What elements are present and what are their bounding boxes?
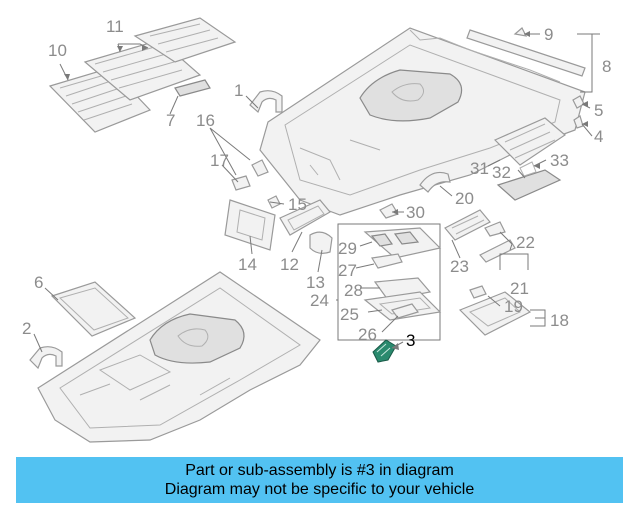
headliner-lower <box>37 271 321 443</box>
map-lamp-assembly <box>337 223 442 341</box>
callout-21: 21 <box>510 279 529 298</box>
lamp-13 <box>309 231 333 254</box>
callout-2: 2 <box>22 319 31 338</box>
parts-diagram: 1 2 3 4 5 6 7 8 9 10 11 12 13 14 15 16 1… <box>22 17 611 443</box>
assist-handle-20 <box>419 171 451 193</box>
callout-5: 5 <box>594 101 603 120</box>
callout-6: 6 <box>34 273 43 292</box>
clip-9 <box>513 27 528 37</box>
callout-13: 13 <box>306 273 325 292</box>
callout-15: 15 <box>288 195 307 214</box>
callout-14: 14 <box>238 255 257 274</box>
leader-lines <box>33 33 600 353</box>
callout-3: 3 <box>406 331 415 350</box>
callout-11: 11 <box>106 17 124 36</box>
callout-4: 4 <box>594 127 603 146</box>
callout-31: 31 <box>470 159 489 178</box>
clip-17 <box>231 175 251 191</box>
callout-16: 16 <box>196 111 215 130</box>
callout-17: 17 <box>210 151 229 170</box>
banner-line-1: Part or sub-assembly is #3 in diagram <box>185 462 454 479</box>
highlighted-part-3 <box>372 339 397 363</box>
headliner-upper <box>259 27 586 216</box>
banner-line-2: Diagram may not be specific to your vehi… <box>164 481 475 498</box>
callout-32: 32 <box>492 163 511 182</box>
callout-7: 7 <box>166 111 175 130</box>
clip-15 <box>267 195 281 209</box>
callout-33: 33 <box>550 151 569 170</box>
callout-19: 19 <box>504 297 523 316</box>
clip-4 <box>573 115 584 129</box>
callout-23: 23 <box>450 257 469 276</box>
clip-22b <box>479 239 516 263</box>
sunroof-panels <box>48 17 237 133</box>
callout-27: 27 <box>338 261 357 280</box>
callout-10: 10 <box>48 41 67 60</box>
callout-1: 1 <box>234 81 243 100</box>
callout-24: 24 <box>310 291 329 310</box>
callout-labels: 1 2 3 4 5 6 7 8 9 10 11 12 13 14 15 16 1… <box>22 17 611 350</box>
vanity-12 <box>279 199 331 236</box>
callout-18: 18 <box>550 311 569 330</box>
clip-16 <box>251 159 269 177</box>
callout-28: 28 <box>344 281 363 300</box>
overhead-console-31 <box>493 117 566 201</box>
sun-visor-14 <box>224 199 276 251</box>
callout-12: 12 <box>280 255 299 274</box>
callout-30: 30 <box>406 203 425 222</box>
trim-strip-8 <box>466 29 586 77</box>
info-banner: Part or sub-assembly is #3 in diagram Di… <box>16 457 623 503</box>
callout-29: 29 <box>338 239 357 258</box>
callout-25: 25 <box>340 305 359 324</box>
callout-9: 9 <box>544 25 553 44</box>
callout-22: 22 <box>516 233 535 252</box>
callout-8: 8 <box>602 57 611 76</box>
grab-handle-2 <box>29 346 63 370</box>
callout-26: 26 <box>358 325 377 344</box>
lens-26 <box>391 303 419 319</box>
bracket-23 <box>444 209 491 241</box>
grab-handle-1 <box>249 90 283 114</box>
clip-19 <box>469 285 487 299</box>
sunroof-glass-6 <box>50 281 137 337</box>
callout-20: 20 <box>455 189 474 208</box>
